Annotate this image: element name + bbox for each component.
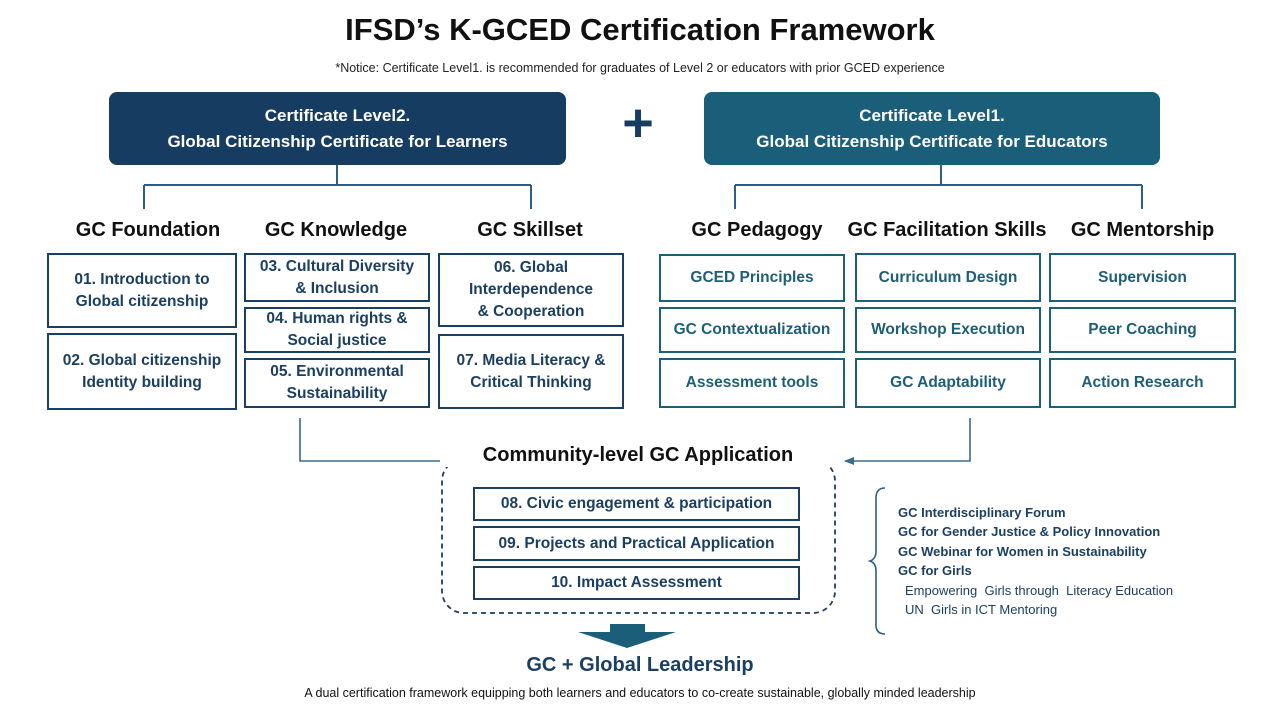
- module-02-box: 02. Global citizenship Identity building: [47, 333, 237, 410]
- program-item: GC for Girls: [898, 563, 972, 579]
- brace-icon: [867, 487, 886, 635]
- pedagogy-item-2: GC Contextualization: [659, 307, 845, 353]
- plus-icon: +: [622, 93, 654, 153]
- module-04-box: 04. Human rights & Social justice: [244, 307, 430, 353]
- level2-tree-connector: [143, 165, 532, 209]
- module-08-box: 08. Civic engagement & participation: [473, 487, 800, 521]
- heading-gc-facilitation-skills: GC Facilitation Skills: [847, 219, 1047, 241]
- community-title: Community-level GC Application: [440, 444, 836, 467]
- programs-list: GC Interdisciplinary Forum GC for Gender…: [898, 503, 1173, 619]
- left-flow-arrow: [299, 418, 456, 465]
- level1-tree-connector: [734, 165, 1143, 209]
- down-arrow-icon: [578, 624, 676, 648]
- certificate-level1-title: Certificate Level1.: [859, 105, 1005, 125]
- certificate-level1-subtitle: Global Citizenship Certificate for Educa…: [756, 131, 1108, 151]
- program-subitem: UN Girls in ICT Mentoring: [905, 602, 1058, 618]
- certificate-level2-title: Certificate Level2.: [264, 105, 411, 125]
- mentorship-item-3: Action Research: [1049, 358, 1236, 408]
- certificate-level2-banner: Certificate Level2. Global Citizenship C…: [109, 92, 566, 165]
- module-05-box: 05. Environmental Sustainability: [244, 358, 430, 408]
- heading-gc-pedagogy: GC Pedagogy: [691, 219, 823, 241]
- mentorship-item-2: Peer Coaching: [1049, 307, 1236, 353]
- program-item: GC Interdisciplinary Forum: [898, 505, 1066, 520]
- facilitation-item-1: Curriculum Design: [855, 253, 1041, 302]
- module-03-box: 03. Cultural Diversity & Inclusion: [244, 253, 430, 302]
- pedagogy-item-1: GCED Principles: [659, 254, 845, 302]
- module-01-box: 01. Introduction to Global citizenship: [47, 253, 237, 328]
- module-10-box: 10. Impact Assessment: [473, 566, 800, 600]
- mentorship-item-1: Supervision: [1049, 253, 1236, 302]
- certificate-level1-banner: Certificate Level1. Global Citizenship C…: [704, 92, 1160, 165]
- heading-gc-skillset: GC Skillset: [477, 219, 583, 241]
- module-06-box: 06. Global Interdependence & Cooperation: [438, 253, 624, 327]
- footer-caption: A dual certification framework equipping…: [304, 686, 976, 700]
- program-item: GC Webinar for Women in Sustainability: [898, 543, 1147, 559]
- leadership-title: GC + Global Leadership: [526, 654, 754, 676]
- facilitation-item-3: GC Adaptability: [855, 358, 1041, 408]
- pedagogy-item-3: Assessment tools: [659, 358, 845, 408]
- heading-gc-knowledge: GC Knowledge: [264, 219, 408, 241]
- facilitation-item-2: Workshop Execution: [855, 307, 1041, 353]
- certificate-level2-subtitle: Global Citizenship Certificate for Learn…: [167, 131, 508, 151]
- page-title: IFSD’s K-GCED Certification Framework: [345, 12, 935, 47]
- right-flow-arrow: [844, 418, 971, 465]
- heading-gc-foundation: GC Foundation: [75, 219, 221, 241]
- module-07-box: 07. Media Literacy & Critical Thinking: [438, 334, 624, 409]
- program-subitem: Empowering Girls through Literacy Educat…: [905, 582, 1174, 598]
- heading-gc-mentorship: GC Mentorship: [1070, 219, 1215, 241]
- program-item: GC for Gender Justice & Policy Innovatio…: [898, 524, 1161, 540]
- notice-text: *Notice: Certificate Level1. is recommen…: [335, 61, 945, 75]
- module-09-box: 09. Projects and Practical Application: [473, 526, 800, 561]
